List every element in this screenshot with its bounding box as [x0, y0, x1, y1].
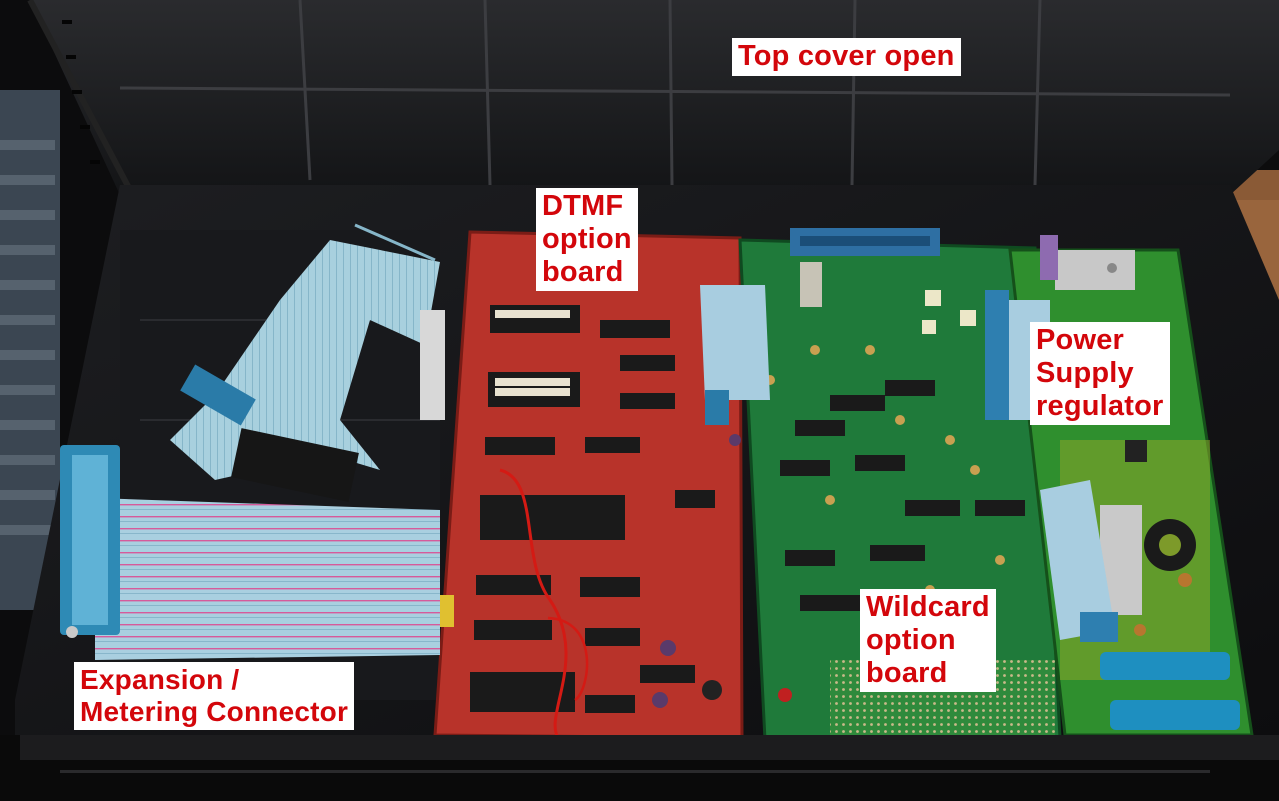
dtmf-line-2: option: [542, 222, 632, 255]
expansion-connector-label: Expansion / Metering Connector: [74, 662, 355, 731]
power-line-1: Power: [1036, 324, 1125, 356]
wildcard-line-3: board: [866, 656, 948, 689]
wildcard-line-2: option: [866, 623, 956, 656]
power-line-2: Supply: [1036, 356, 1134, 389]
power-line-3: regulator: [1036, 389, 1164, 422]
dtmf-board: [433, 230, 744, 742]
ribbon-cables: [60, 223, 1118, 660]
dtmf-board-label: DTMF option board: [536, 188, 638, 292]
front-bezel: [0, 735, 1279, 801]
top-cover-label: Top cover open: [732, 38, 961, 76]
dtmf-line-3: board: [542, 255, 624, 288]
expansion-line-2: Metering Connector: [80, 695, 349, 727]
wildcard-board-label: Wildcard option board: [860, 589, 996, 693]
expansion-line-1: Expansion /: [80, 664, 240, 695]
power-supply-label: Power Supply regulator: [1030, 322, 1170, 426]
wildcard-line-1: Wildcard: [866, 591, 990, 623]
dtmf-line-1: DTMF: [542, 190, 624, 222]
top-cover-text: Top cover open: [738, 40, 955, 72]
top-cover: [27, 0, 1279, 195]
